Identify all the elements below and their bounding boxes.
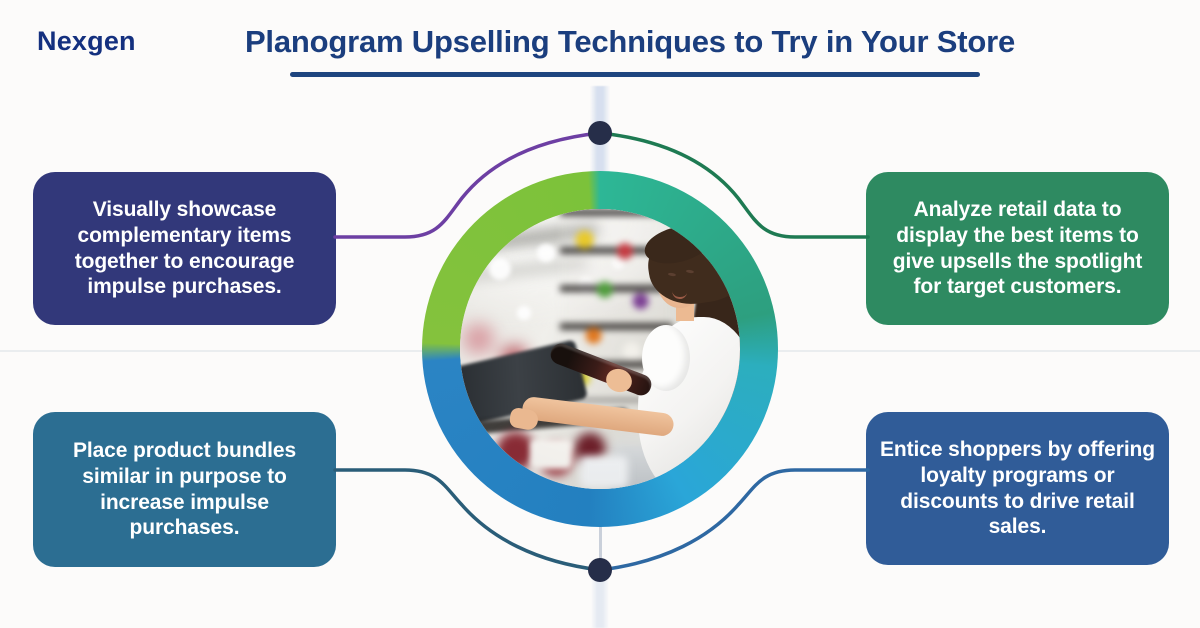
card-bottom-left: Place product bundles similar in purpose… (33, 412, 336, 567)
photo-bottle-label (580, 456, 628, 488)
connector-bottom-right (598, 468, 870, 572)
timeline-dot-top (588, 121, 612, 145)
brand-logo: Nexgen (37, 26, 136, 56)
photo-vignette (460, 209, 740, 489)
bottom-vertical-ribbon (591, 572, 609, 628)
connector-top-right (598, 131, 870, 239)
photo-bottle-label (530, 439, 572, 469)
card-bottom-right-text: Entice shoppers by offering loyalty prog… (880, 437, 1156, 539)
connector-bottom-left (333, 468, 602, 572)
card-top-right-text: Analyze retail data to display the best … (892, 197, 1143, 299)
connector-top-left (333, 131, 602, 239)
card-bottom-left-text: Place product bundles similar in purpose… (72, 438, 297, 540)
center-photo (460, 209, 740, 489)
card-top-left: Visually showcase complementary items to… (33, 172, 336, 325)
card-bottom-right: Entice shoppers by offering loyalty prog… (866, 412, 1169, 565)
bottom-stem-line (599, 526, 602, 572)
title-underline (290, 72, 980, 77)
timeline-dot-bottom (588, 558, 612, 582)
card-top-left-text: Visually showcase complementary items to… (74, 197, 295, 299)
card-top-right: Analyze retail data to display the best … (866, 172, 1169, 325)
page-title: Planogram Upselling Techniques to Try in… (244, 24, 1016, 59)
